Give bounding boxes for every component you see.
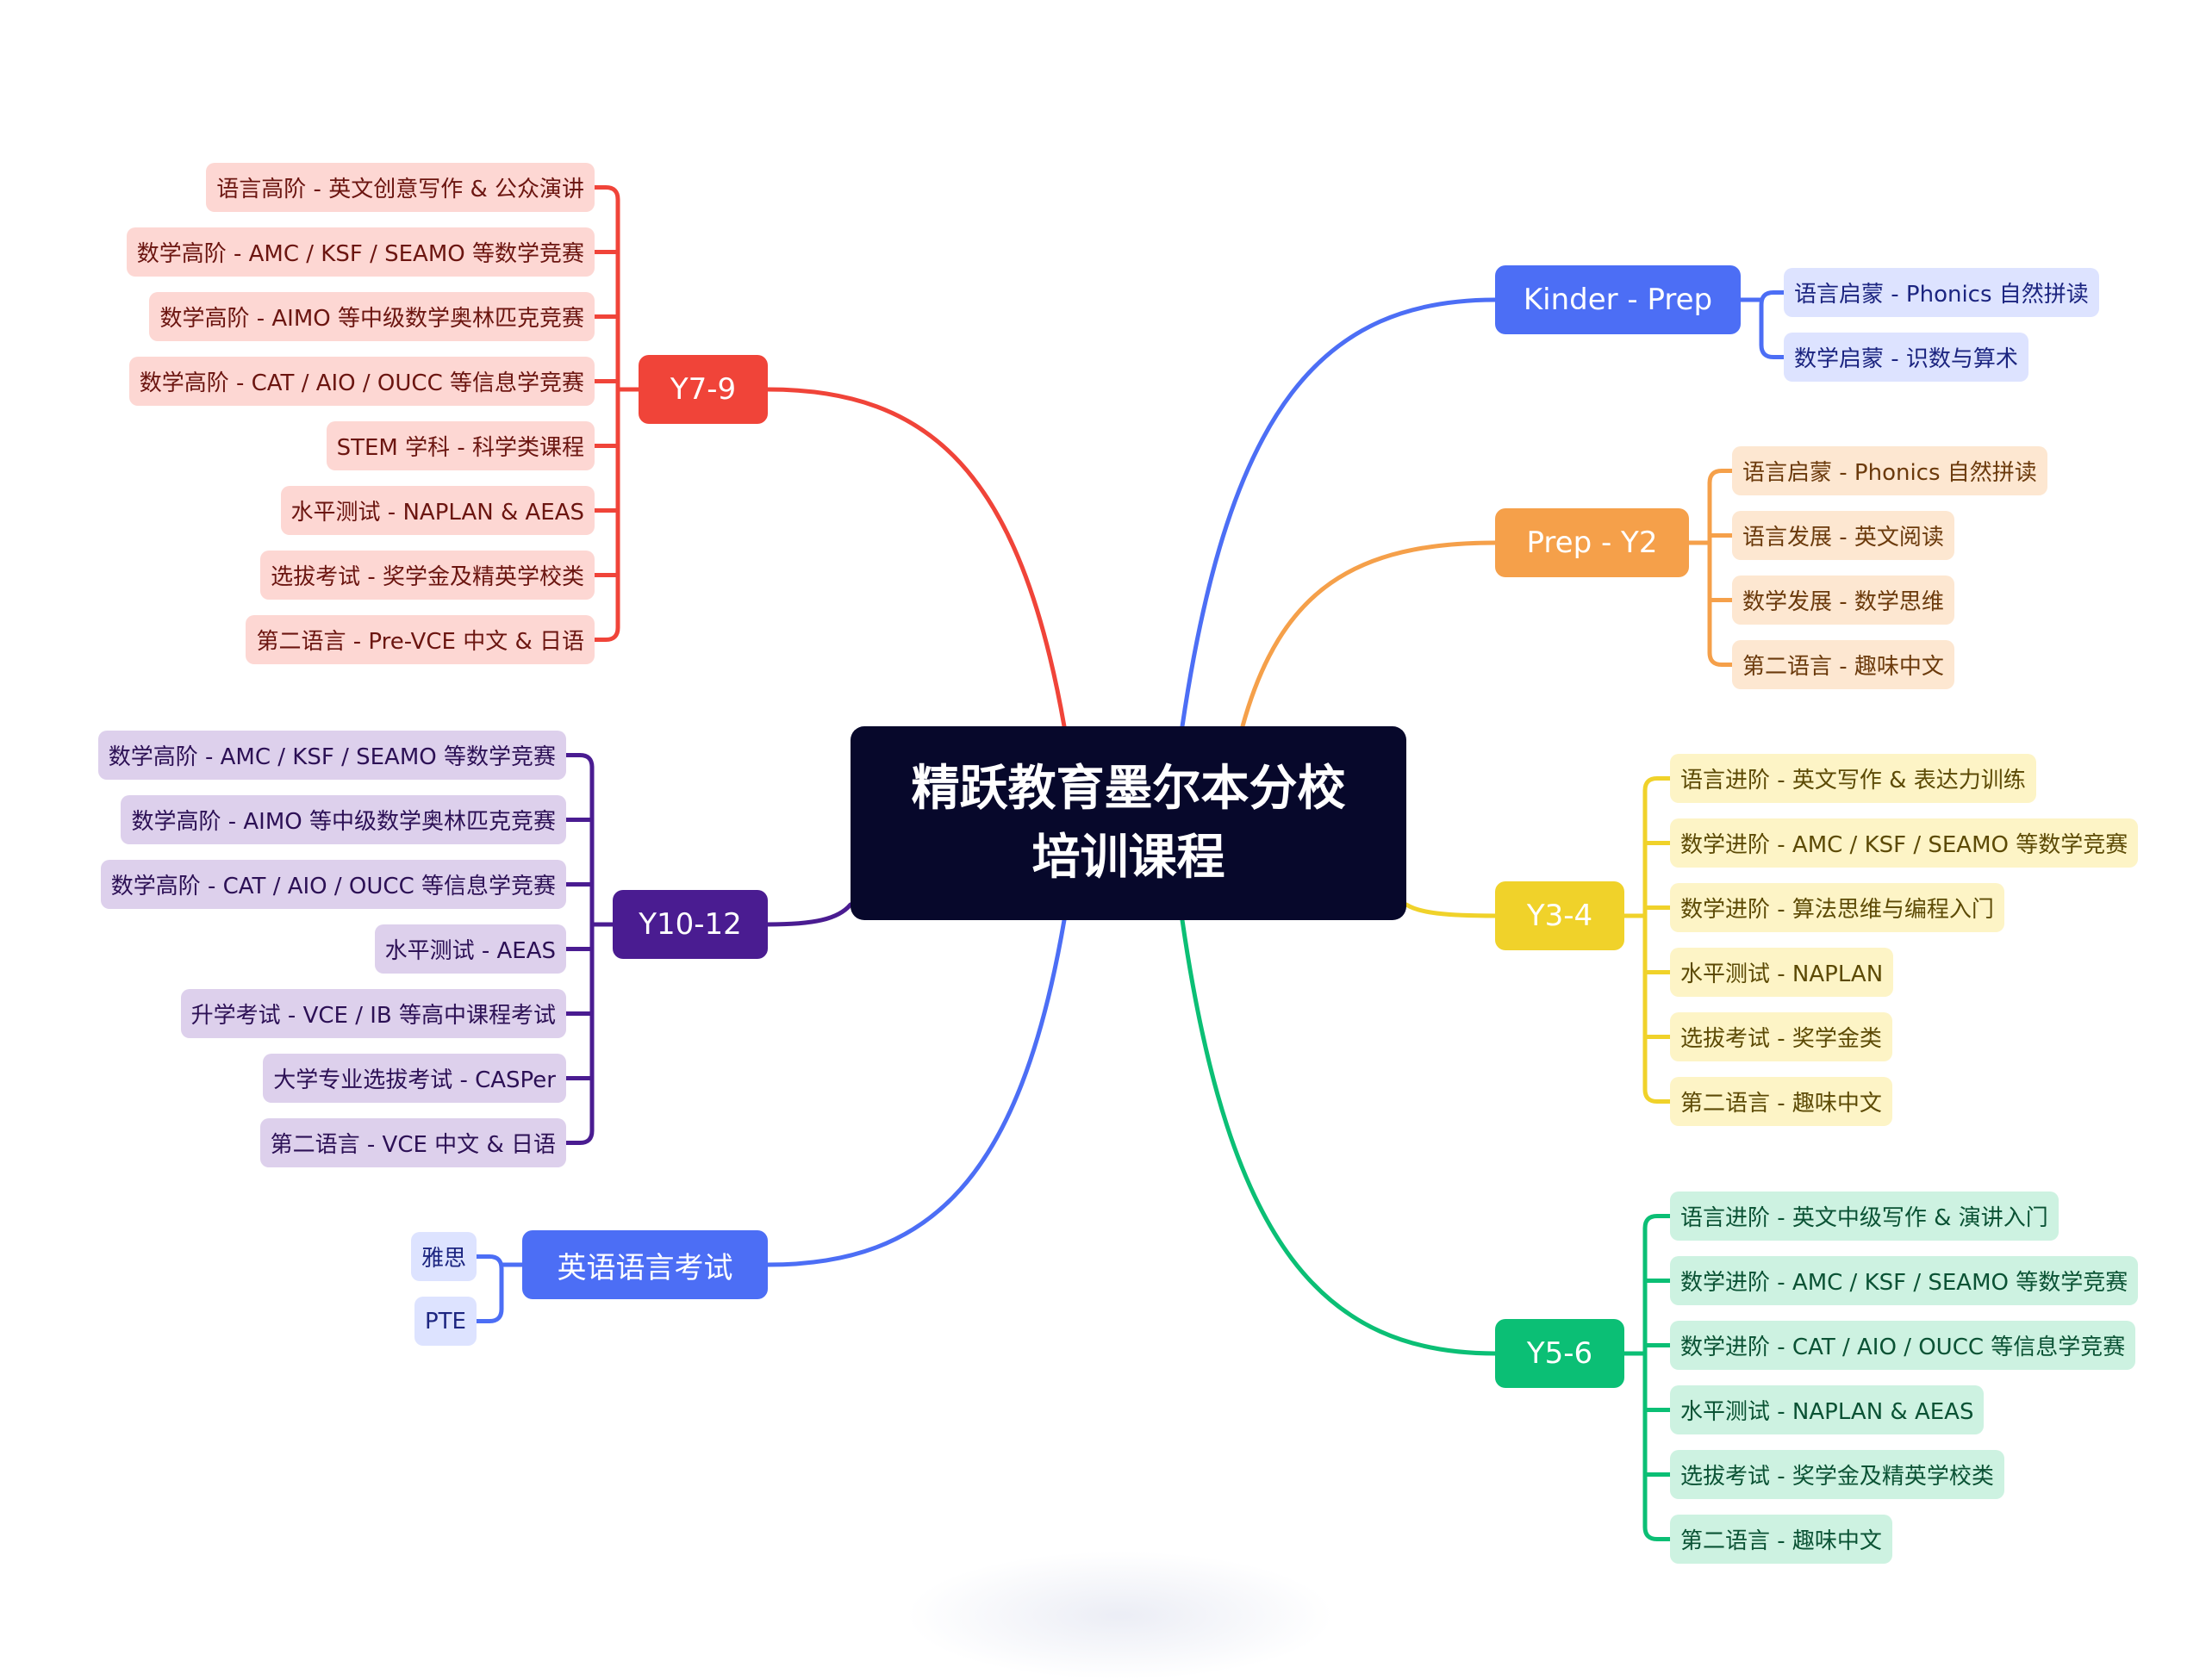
leaf-node-y5-6[interactable]: 选拔考试 - 奖学金及精英学校类: [1670, 1450, 2004, 1499]
leaf-node-y7-9[interactable]: 水平测试 - NAPLAN & AEAS: [280, 486, 595, 535]
leaf-node-y10-12[interactable]: 水平测试 - AEAS: [374, 924, 566, 974]
leaf-node-y10-12[interactable]: 升学考试 - VCE / IB 等高中课程考试: [180, 989, 566, 1038]
leaf-node-y7-9[interactable]: 数学高阶 - AMC / KSF / SEAMO 等数学竞赛: [126, 227, 595, 277]
leaf-node-y3-4[interactable]: 数学进阶 - AMC / KSF / SEAMO 等数学竞赛: [1670, 818, 2139, 868]
connector-root-y3-4: [1404, 902, 1498, 918]
decorative-glow: [905, 1551, 1336, 1680]
connector-root-y7-9: [765, 387, 1067, 729]
leaf-node-y10-12[interactable]: 数学高阶 - AIMO 等中级数学奥林匹克竞赛: [121, 795, 566, 844]
connector-spine-y7-9: [592, 185, 620, 642]
connector-spine-english-exams: [474, 1254, 504, 1323]
connector-root-y5-6: [1180, 918, 1498, 1356]
branch-node-prep-y2[interactable]: Prep - Y2: [1495, 508, 1689, 577]
leaf-node-y10-12[interactable]: 数学高阶 - AMC / KSF / SEAMO 等数学竞赛: [97, 731, 566, 780]
root-title-line-2: 培训课程: [1031, 829, 1225, 886]
leaf-node-y5-6[interactable]: 水平测试 - NAPLAN & AEAS: [1670, 1385, 1985, 1434]
branch-node-kinder-prep[interactable]: Kinder - Prep: [1495, 265, 1741, 334]
connector-spine-kinder-prep: [1759, 290, 1786, 359]
leaf-node-y7-9[interactable]: 数学高阶 - CAT / AIO / OUCC 等信息学竞赛: [128, 357, 595, 406]
connector-root-kinder-prep: [1180, 297, 1498, 729]
leaf-node-y3-4[interactable]: 语言进阶 - 英文写作 & 表达力训练: [1670, 754, 2036, 803]
leaf-node-kinder-prep[interactable]: 语言启蒙 - Phonics 自然拼读: [1784, 268, 2099, 317]
branch-node-english-exams[interactable]: 英语语言考试: [522, 1230, 768, 1299]
leaf-node-prep-y2[interactable]: 第二语言 - 趣味中文: [1732, 640, 1954, 689]
connector-spine-y5-6: [1642, 1214, 1673, 1541]
leaf-node-y7-9[interactable]: 语言高阶 - 英文创意写作 & 公众演讲: [206, 163, 595, 212]
leaf-node-y3-4[interactable]: 数学进阶 - 算法思维与编程入门: [1670, 883, 2004, 932]
branch-node-y3-4[interactable]: Y3-4: [1495, 881, 1624, 950]
leaf-node-prep-y2[interactable]: 语言发展 - 英文阅读: [1732, 511, 1954, 560]
leaf-node-y10-12[interactable]: 第二语言 - VCE 中文 & 日语: [259, 1118, 566, 1167]
leaf-node-y7-9[interactable]: STEM 学科 - 科学类课程: [326, 421, 595, 470]
leaf-node-y10-12[interactable]: 大学专业选拔考试 - CASPer: [263, 1054, 566, 1103]
leaf-node-y3-4[interactable]: 第二语言 - 趣味中文: [1670, 1077, 1892, 1126]
leaf-node-y3-4[interactable]: 选拔考试 - 奖学金类: [1670, 1012, 1892, 1061]
connector-root-y10-12: [765, 902, 853, 927]
branch-node-y7-9[interactable]: Y7-9: [639, 355, 768, 424]
leaf-node-y5-6[interactable]: 数学进阶 - CAT / AIO / OUCC 等信息学竞赛: [1670, 1321, 2136, 1370]
root-title-node[interactable]: 精跃教育墨尔本分校 培训课程: [851, 726, 1406, 920]
leaf-node-y7-9[interactable]: 选拔考试 - 奖学金及精英学校类: [260, 551, 595, 600]
leaf-node-y3-4[interactable]: 水平测试 - NAPLAN: [1670, 948, 1894, 997]
leaf-node-y10-12[interactable]: 数学高阶 - CAT / AIO / OUCC 等信息学竞赛: [100, 860, 566, 909]
connector-root-english-exams: [765, 918, 1067, 1267]
connector-root-prep-y2: [1240, 540, 1498, 729]
leaf-node-y7-9[interactable]: 第二语言 - Pre-VCE 中文 & 日语: [246, 615, 595, 664]
leaf-node-english-exams[interactable]: PTE: [414, 1297, 477, 1346]
leaf-node-y5-6[interactable]: 语言进阶 - 英文中级写作 & 演讲入门: [1670, 1192, 2059, 1241]
leaf-node-y7-9[interactable]: 数学高阶 - AIMO 等中级数学奥林匹克竞赛: [149, 292, 595, 341]
leaf-node-english-exams[interactable]: 雅思: [410, 1232, 477, 1281]
root-title-line-1: 精跃教育墨尔本分校: [911, 760, 1346, 817]
branch-node-y10-12[interactable]: Y10-12: [613, 890, 768, 959]
leaf-node-y5-6[interactable]: 数学进阶 - AMC / KSF / SEAMO 等数学竞赛: [1670, 1256, 2139, 1305]
connector-spine-y3-4: [1642, 776, 1673, 1104]
leaf-node-prep-y2[interactable]: 数学发展 - 数学思维: [1732, 576, 1954, 625]
leaf-node-kinder-prep[interactable]: 数学启蒙 - 识数与算术: [1784, 333, 2028, 382]
connector-spine-prep-y2: [1707, 469, 1735, 667]
branch-node-y5-6[interactable]: Y5-6: [1495, 1319, 1624, 1388]
leaf-node-prep-y2[interactable]: 语言启蒙 - Phonics 自然拼读: [1732, 446, 2047, 495]
leaf-node-y5-6[interactable]: 第二语言 - 趣味中文: [1670, 1515, 1892, 1564]
